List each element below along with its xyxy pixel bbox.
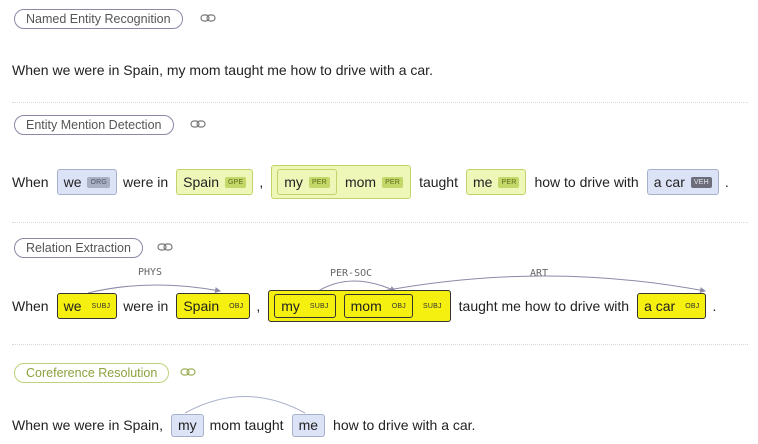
relation-label-per-soc: PER-SOC (330, 268, 372, 279)
link-icon[interactable] (190, 118, 206, 130)
relation-argument[interactable]: we SUBJ (56, 293, 118, 319)
relation-arc-art (371, 275, 706, 294)
argument-role-tag: SUBJ (91, 302, 111, 310)
coref-mention[interactable]: my (170, 413, 204, 437)
argument-text: my (281, 298, 300, 314)
ner-sentence-row: When we were in Spain, my mom taught me … (12, 60, 433, 80)
mention-text: we (63, 174, 82, 190)
link-icon[interactable] (180, 366, 196, 378)
relation-argument[interactable]: mom OBJ (343, 294, 413, 318)
token: When we were in Spain, (12, 417, 163, 433)
coref-sentence-row: When we were in Spain, my mom taught me … (12, 413, 475, 437)
ner-sentence: When we were in Spain, my mom taught me … (12, 62, 433, 78)
token: taught me how to drive with (458, 298, 630, 314)
mention-text: a car (653, 174, 685, 190)
entity-type-tag: ORG (87, 176, 111, 188)
divider (12, 344, 748, 345)
tab-named-entity-recognition[interactable]: Named Entity Recognition (14, 9, 183, 29)
mention-text: Spain (183, 174, 219, 190)
argument-role-tag: OBJ (685, 302, 700, 310)
relation-argument[interactable]: Spain OBJ (176, 293, 251, 319)
relation-label-art: ART (530, 268, 548, 279)
mention-text: my (284, 174, 303, 190)
relation-label-phys: PHYS (138, 267, 162, 278)
coref-mention[interactable]: me (291, 413, 326, 437)
relation-argument[interactable]: my SUBJ (274, 294, 336, 318)
token: When (12, 174, 49, 190)
relation-argument[interactable]: a car OBJ (637, 293, 707, 319)
tab-entity-mention-detection[interactable]: Entity Mention Detection (14, 115, 174, 135)
relation-arc-phys (87, 284, 221, 294)
token: mom taught (209, 417, 284, 433)
argument-text: Spain (183, 298, 220, 314)
link-icon[interactable] (200, 12, 216, 24)
entity-mention[interactable]: Spain GPE (176, 169, 254, 195)
argument-role-tag: SUBJ (422, 302, 442, 310)
link-icon[interactable] (157, 241, 173, 253)
argument-role-tag: SUBJ (309, 302, 329, 310)
token: . (724, 174, 729, 190)
emd-sentence-row: When we ORG were in Spain GPE , my PER m… (12, 165, 729, 199)
entity-mention[interactable]: my PER (277, 169, 337, 195)
token: When (12, 298, 49, 314)
argument-role-tag: OBJ (391, 302, 406, 310)
argument-text: a car (644, 298, 676, 314)
mention-text: mom (344, 174, 377, 190)
token: , (259, 174, 264, 190)
entity-mention-group[interactable]: my PER mom PER (271, 165, 412, 199)
entity-type-tag: VEH (690, 176, 712, 188)
re-sentence-row: When we SUBJ were in Spain OBJ , my SUBJ… (12, 290, 716, 322)
entity-mention[interactable]: we ORG (56, 169, 118, 195)
argument-role-tag: OBJ (229, 302, 244, 310)
entity-type-tag: GPE (224, 176, 247, 188)
entity-mention[interactable]: me PER (466, 169, 527, 195)
token: how to drive with (534, 174, 639, 190)
entity-type-tag: PER (308, 176, 330, 188)
tab-relation-extraction[interactable]: Relation Extraction (14, 238, 143, 258)
divider (12, 222, 748, 223)
argument-text: we (63, 298, 82, 314)
token: taught (419, 174, 458, 190)
divider (12, 102, 748, 103)
entity-type-tag: PER (382, 176, 404, 188)
tab-coreference-resolution[interactable]: Coreference Resolution (14, 363, 170, 383)
token: how to drive with a car. (333, 417, 476, 433)
entity-type-tag: PER (498, 176, 520, 188)
relation-argument-group[interactable]: my SUBJ mom OBJ SUBJ (268, 290, 451, 322)
token: . (712, 298, 717, 314)
relation-arc-per-soc (314, 280, 396, 294)
mention-text: me (473, 174, 493, 190)
token: were in (123, 174, 169, 190)
token: , (256, 298, 261, 314)
entity-mention[interactable]: a car VEH (646, 169, 719, 195)
token: were in (123, 298, 169, 314)
argument-text: mom (350, 298, 382, 314)
